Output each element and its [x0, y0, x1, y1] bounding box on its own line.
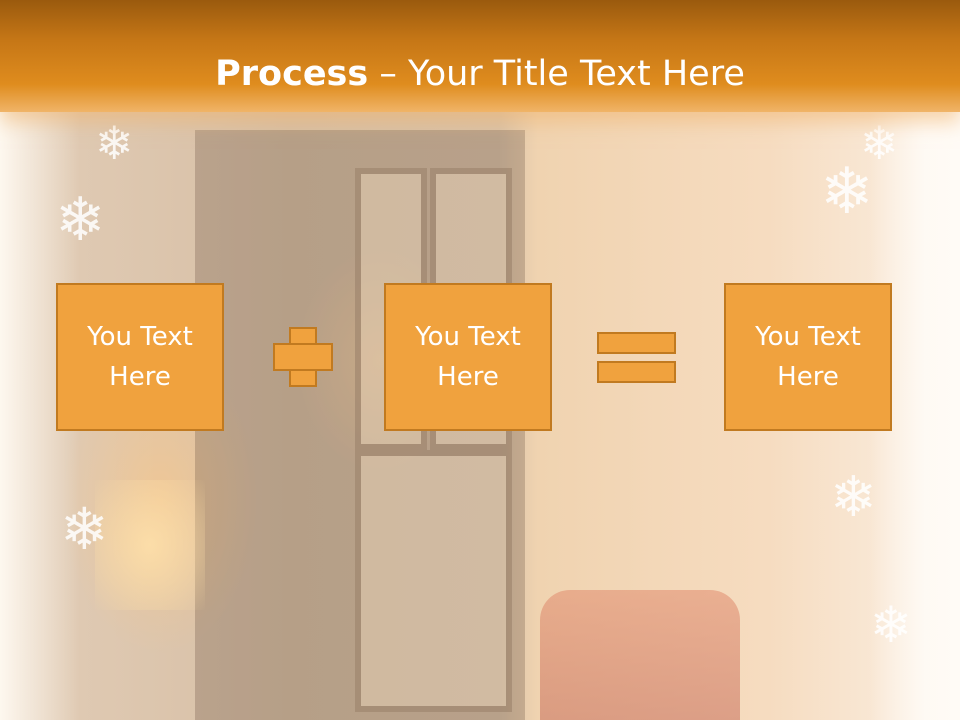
snowflake-icon: ❄: [95, 116, 134, 170]
title-bar: [0, 0, 960, 112]
process-box-text: You Text Here: [415, 322, 521, 392]
snowflake-icon: ❄: [870, 596, 912, 654]
process-box-1[interactable]: You Text Here: [56, 283, 224, 431]
title-bold: Process: [215, 54, 369, 94]
window-pane: [355, 450, 512, 712]
snowflake-icon: ❄: [860, 116, 899, 170]
process-box-text: You Text Here: [755, 322, 861, 392]
slide-title: Process – Your Title Text Here: [0, 52, 960, 96]
snowflake-icon: ❄: [820, 155, 874, 229]
snowflake-icon: ❄: [60, 495, 109, 563]
candle-glass: [540, 590, 740, 720]
process-box-text: You Text Here: [87, 322, 193, 392]
candle-glow: [95, 480, 205, 610]
process-box-result[interactable]: You Text Here: [724, 283, 892, 431]
process-box-2[interactable]: You Text Here: [384, 283, 552, 431]
snowflake-icon: ❄: [830, 465, 877, 530]
title-rest: – Your Title Text Here: [368, 54, 745, 94]
snowflake-icon: ❄: [55, 185, 106, 255]
